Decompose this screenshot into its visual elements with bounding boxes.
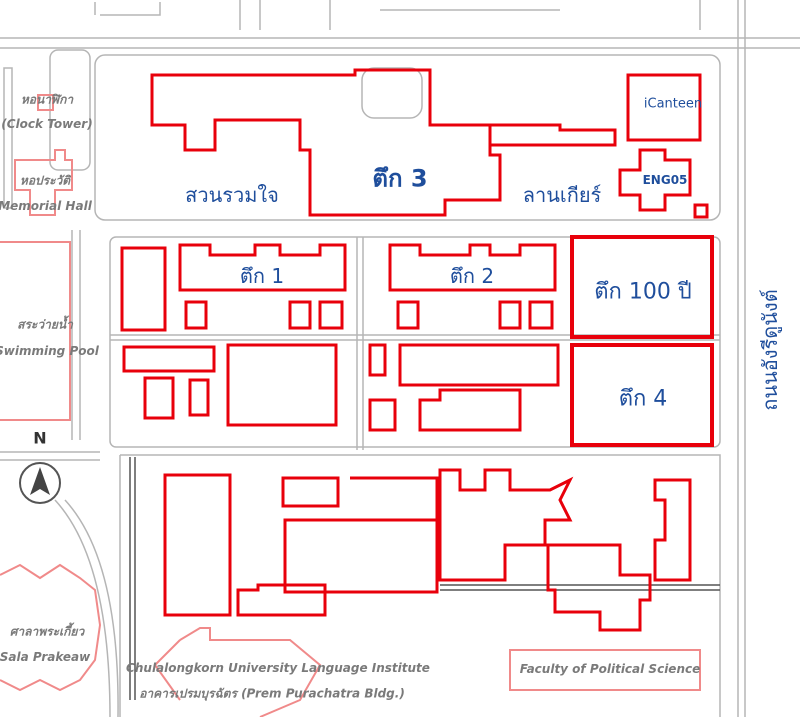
language-institute-en: Chulalongkorn University Language Instit… [126,661,430,675]
building-100-label[interactable]: ตึก 100 ปี [594,279,692,305]
memorial-hall-en: Memorial Hall [0,199,92,213]
gear-court-label[interactable]: ลานเกียร์ [522,183,602,207]
building-2-label[interactable]: ตึก 2 [449,264,495,288]
icanteen-label[interactable]: iCanteen [643,96,703,112]
compass-label: N [33,428,47,448]
memorial-hall-th: หอประวัติ [19,173,71,188]
eng05-label[interactable]: ENG05 [642,173,688,187]
sala-prakeaw-en: Sala Prakeaw [0,650,91,664]
language-institute-th: อาคารเปรมบุรฉัตร (Prem Purachatra Bldg.) [139,686,405,701]
engineering-buildings [120,68,714,632]
swimming-pool-th: สระว่ายน้ำ [17,317,73,332]
outer-buildings [0,94,701,717]
clock-tower-en: (Clock Tower) [1,117,93,131]
building-1-label[interactable]: ตึก 1 [239,264,285,288]
swimming-pool-en: Swimming Pool [0,344,99,358]
dark-roads [129,457,720,700]
sala-prakeaw-th: ศาลาพระเกี้ยว [9,624,85,639]
henri-dunant-road-label: ถนนอังรีดูนังต์ [758,289,782,411]
north-arrow-icon [19,462,61,504]
clock-tower-th: หอนาฬิกา [20,92,74,107]
building-4-label[interactable]: ตึก 4 [618,386,668,412]
garden-label[interactable]: สวนรวมใจ [185,183,279,207]
political-science-label: Faculty of Political Science [519,662,701,676]
building-3-label[interactable]: ตึก 3 [372,164,428,193]
